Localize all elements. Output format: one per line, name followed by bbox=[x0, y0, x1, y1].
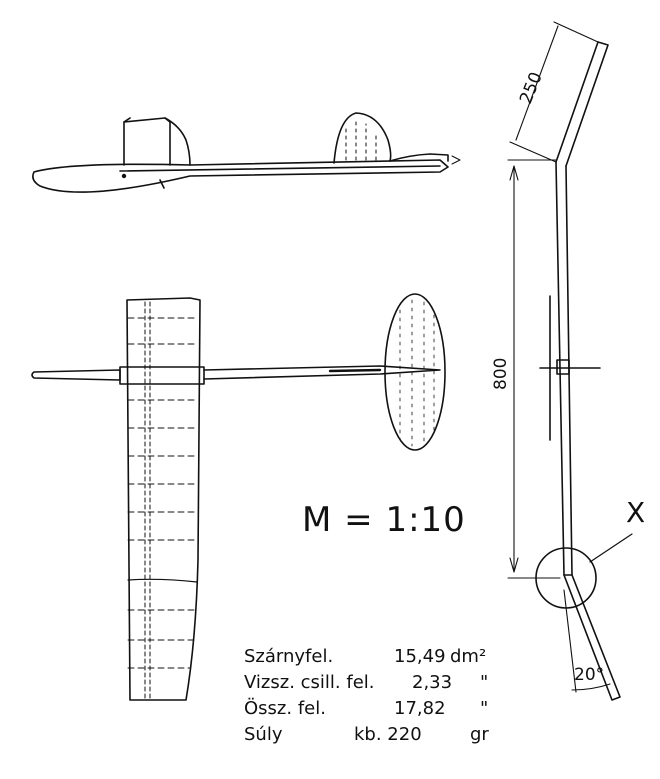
side-fin bbox=[333, 112, 392, 164]
front-view bbox=[535, 41, 633, 701]
spec-value: 2,33 bbox=[412, 672, 453, 693]
detail-label: X bbox=[626, 496, 646, 529]
side-fuselage bbox=[32, 159, 449, 193]
dim-wing-half-length: 800 bbox=[491, 358, 511, 390]
spec-row: Vizsz. csill. fel. 2,33 " bbox=[244, 670, 524, 696]
spec-label: Súly bbox=[244, 724, 283, 745]
spec-value: 15,49 bbox=[394, 646, 446, 667]
spec-table: Szárnyfel. 15,49 dm² Vizsz. csill. fel. … bbox=[244, 644, 524, 748]
spec-label: Össz. fel. bbox=[244, 698, 326, 719]
front-wing-tip bbox=[555, 41, 609, 167]
dim-tip-length: 250 bbox=[516, 69, 547, 107]
front-wing-lower bbox=[563, 574, 621, 701]
spec-row: Szárnyfel. 15,49 dm² bbox=[244, 644, 524, 670]
side-view bbox=[32, 112, 461, 193]
dimension-lines bbox=[507, 21, 611, 693]
spec-value: 17,82 bbox=[394, 698, 446, 719]
scale-label: M = 1:10 bbox=[302, 500, 466, 540]
spec-label: Vizsz. csill. fel. bbox=[244, 672, 375, 693]
spec-label: Szárnyfel. bbox=[244, 646, 334, 667]
top-wing-outline bbox=[126, 297, 201, 701]
front-fuselage bbox=[556, 359, 570, 375]
spec-unit: gr bbox=[470, 724, 489, 745]
side-wing-pylon bbox=[123, 117, 191, 166]
spec-value: kb. 220 bbox=[354, 724, 422, 745]
spec-unit: " bbox=[480, 698, 489, 719]
side-stabilizer bbox=[389, 153, 449, 162]
dim-dihedral-angle: 20° bbox=[574, 665, 604, 685]
spec-unit: " bbox=[480, 672, 489, 693]
spec-row: Súly kb. 220 gr bbox=[244, 722, 524, 748]
spec-unit: dm² bbox=[450, 646, 487, 667]
top-stabilizer bbox=[384, 293, 446, 451]
top-fuselage bbox=[31, 369, 121, 381]
top-wing-mount bbox=[119, 366, 205, 385]
top-view bbox=[31, 293, 446, 701]
spec-row: Össz. fel. 17,82 " bbox=[244, 696, 524, 722]
